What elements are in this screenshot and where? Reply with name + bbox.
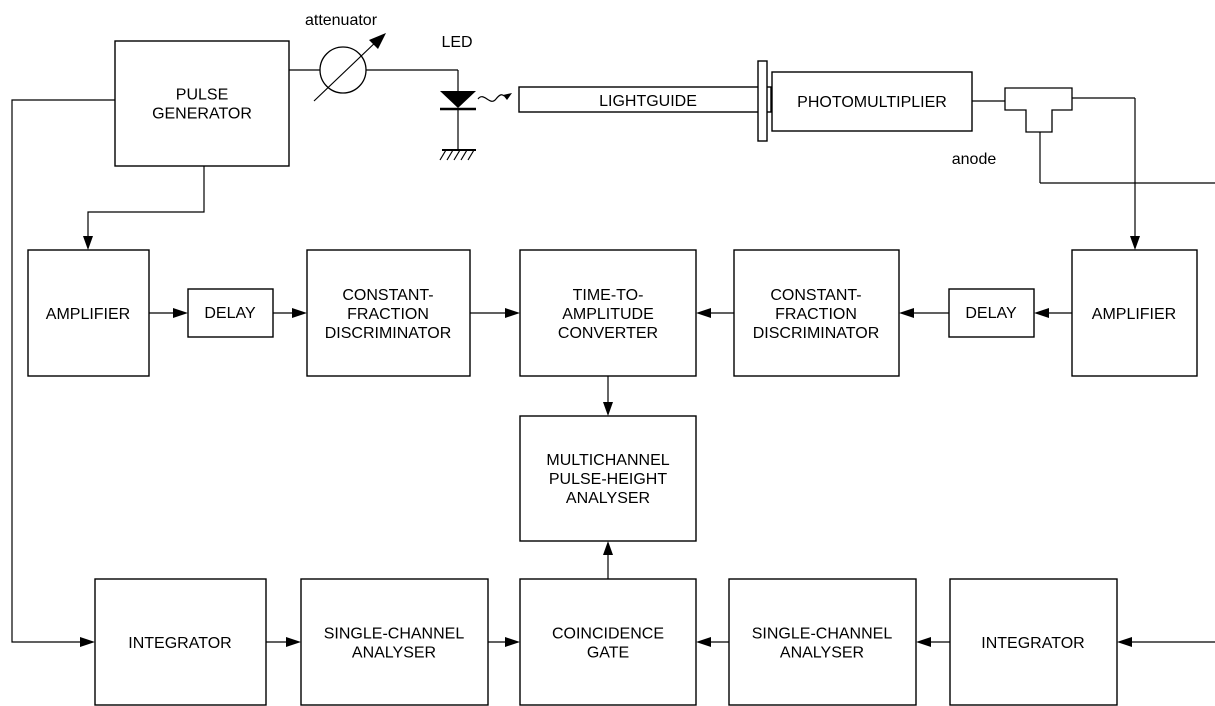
pulse-generator-label: PULSE GENERATOR (152, 87, 252, 123)
led-icon (440, 70, 476, 150)
lightguide-block: LIGHTGUIDE (518, 86, 772, 113)
delay-left-label: DELAY (204, 305, 256, 322)
integrator-right-block: INTEGRATOR (949, 578, 1118, 706)
label-line: DISCRIMINATOR (753, 325, 880, 342)
led-label: LED (441, 34, 472, 51)
delay-left-block: DELAY (187, 288, 274, 338)
label-line: LIGHTGUIDE (599, 93, 697, 110)
integrator-left-label: INTEGRATOR (128, 635, 231, 652)
label-line: PULSE (176, 87, 228, 104)
lightguide-label: LIGHTGUIDE (599, 93, 697, 110)
cfd-left-block: CONSTANT- FRACTION DISCRIMINATOR (306, 249, 471, 377)
label-line: FRACTION (347, 306, 429, 323)
label-line: AMPLIFIER (46, 306, 130, 323)
label-line: FRACTION (775, 306, 857, 323)
label-line: ANALYSER (566, 490, 650, 507)
label-line: INTEGRATOR (128, 635, 231, 652)
label-line: TIME-TO- (573, 287, 644, 304)
amplifier-right-label: AMPLIFIER (1092, 306, 1176, 323)
amplifier-right-block: AMPLIFIER (1071, 249, 1198, 377)
label-line: CONVERTER (558, 325, 658, 342)
label-line: DELAY (204, 305, 256, 322)
sca-left-block: SINGLE-CHANNEL ANALYSER (300, 578, 489, 706)
delay-right-label: DELAY (965, 305, 1017, 322)
delay-right-block: DELAY (948, 288, 1035, 338)
label-line: CONSTANT- (342, 287, 433, 304)
label-line: AMPLITUDE (562, 306, 654, 323)
label-line: GATE (587, 645, 629, 662)
mca-block: MULTICHANNEL PULSE-HEIGHT ANALYSER (519, 415, 697, 542)
amplifier-left-label: AMPLIFIER (46, 306, 130, 323)
integrator-right-label: INTEGRATOR (981, 635, 1084, 652)
label-line: AMPLIFIER (1092, 306, 1176, 323)
sca-right-block: SINGLE-CHANNEL ANALYSER (728, 578, 917, 706)
lightguide-flange (757, 60, 768, 142)
sca-left-label: SINGLE-CHANNEL ANALYSER (324, 626, 465, 662)
tac-block: TIME-TO- AMPLITUDE CONVERTER (519, 249, 697, 377)
label-line: PULSE-HEIGHT (549, 471, 667, 488)
label-line: SINGLE-CHANNEL (752, 626, 893, 643)
anode-label: anode (952, 151, 997, 168)
cfd-right-label: CONSTANT- FRACTION DISCRIMINATOR (753, 287, 880, 342)
light-emission-icon (477, 93, 512, 102)
tac-label: TIME-TO- AMPLITUDE CONVERTER (558, 287, 658, 342)
cfd-right-block: CONSTANT- FRACTION DISCRIMINATOR (733, 249, 900, 377)
ground-icon (439, 149, 476, 161)
label-line: GENERATOR (152, 106, 252, 123)
attenuator-label: attenuator (305, 12, 378, 29)
t-connector-icon (972, 87, 1215, 184)
attenuator-symbol (289, 33, 458, 102)
photomultiplier-label: PHOTOMULTIPLIER (797, 94, 947, 111)
label-line: CONSTANT- (770, 287, 861, 304)
photomultiplier-block: PHOTOMULTIPLIER (771, 71, 973, 132)
integrator-left-block: INTEGRATOR (94, 578, 267, 706)
label-line: PHOTOMULTIPLIER (797, 94, 947, 111)
label-line: DISCRIMINATOR (325, 325, 452, 342)
cfd-left-label: CONSTANT- FRACTION DISCRIMINATOR (325, 287, 452, 342)
coincidence-gate-label: COINCIDENCE GATE (552, 626, 664, 662)
label-line: MULTICHANNEL (546, 452, 669, 469)
pulse-generator-block: PULSE GENERATOR (114, 40, 290, 167)
label-line: DELAY (965, 305, 1017, 322)
coincidence-gate-block: COINCIDENCE GATE (519, 578, 697, 706)
label-line: ANALYSER (780, 645, 864, 662)
mca-label: MULTICHANNEL PULSE-HEIGHT ANALYSER (546, 452, 669, 507)
signal-wires (11, 98, 1215, 647)
label-line: INTEGRATOR (981, 635, 1084, 652)
amplifier-left-block: AMPLIFIER (27, 249, 150, 377)
label-line: COINCIDENCE (552, 626, 664, 643)
label-line: ANALYSER (352, 645, 436, 662)
sca-right-label: SINGLE-CHANNEL ANALYSER (752, 626, 893, 662)
label-line: SINGLE-CHANNEL (324, 626, 465, 643)
